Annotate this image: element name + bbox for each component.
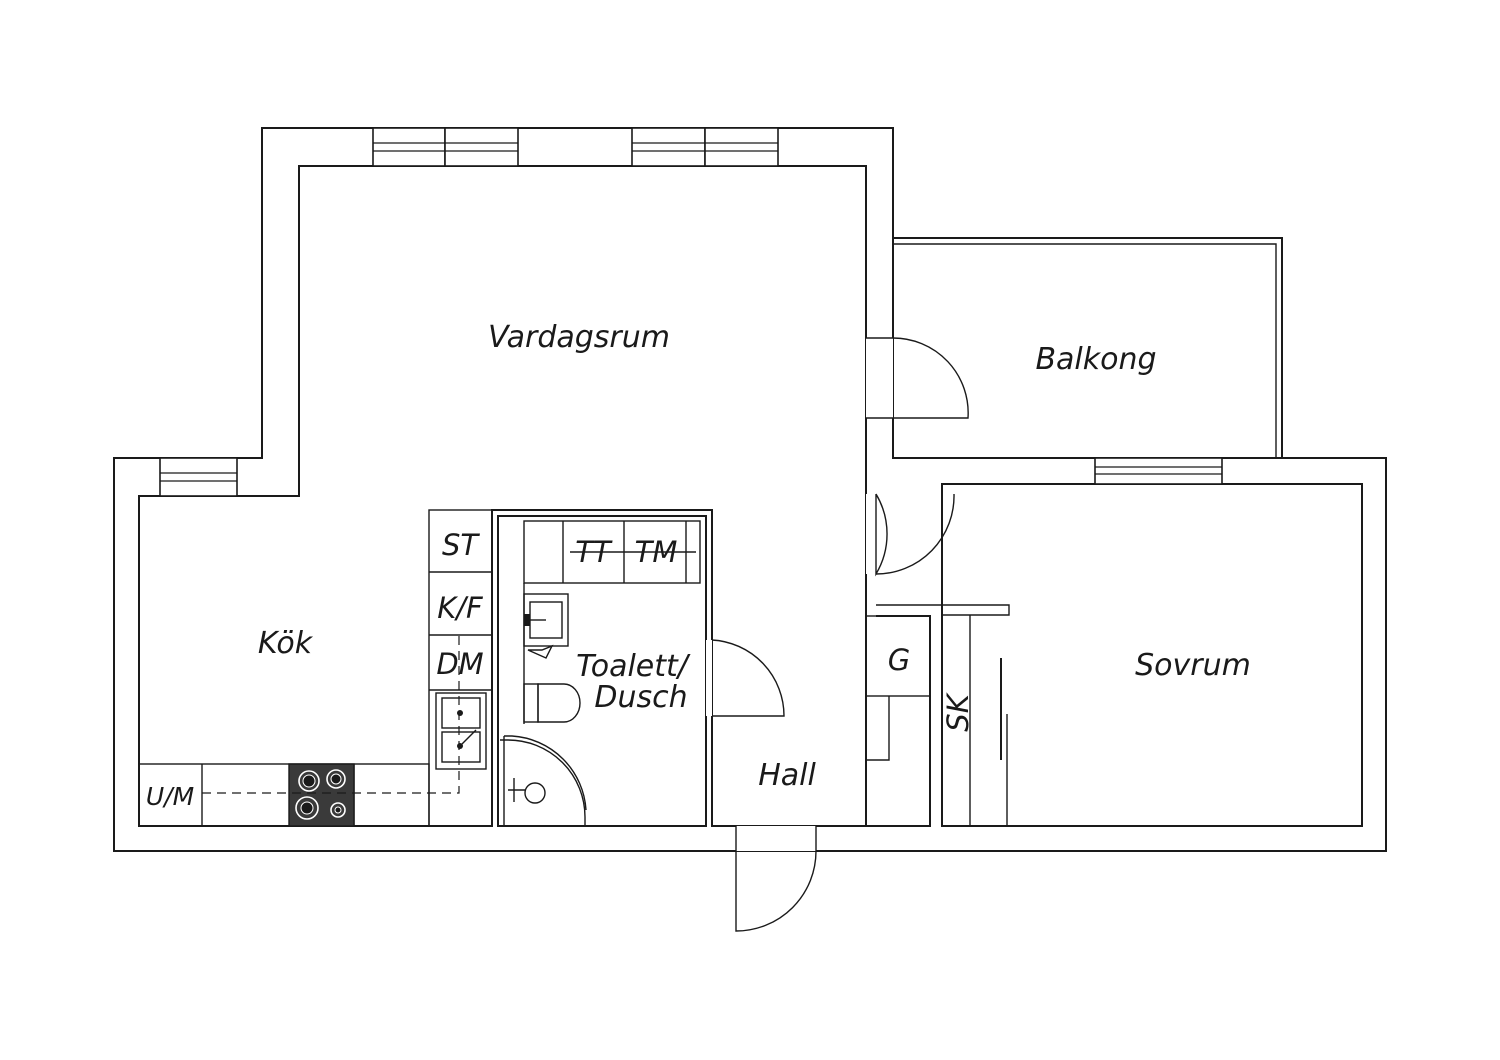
balcony: [893, 237, 1283, 458]
kitchen-fixtures: [138, 509, 493, 827]
fixture-label-tt: TT: [575, 535, 613, 569]
room-label-dusch: Dusch: [594, 680, 687, 715]
closets: [865, 604, 1010, 826]
fixture-label-um: U/M: [146, 782, 194, 811]
room-label-kok: Kök: [258, 626, 314, 661]
toilet-icon: [523, 683, 581, 723]
window-top-4: [704, 127, 779, 167]
room-label-hall: Hall: [758, 758, 816, 793]
room-sovrum: [941, 483, 1363, 827]
washbasin-icon: [523, 593, 569, 659]
bathroom-fixtures: [500, 520, 701, 826]
window-sovrum: [1094, 457, 1223, 485]
shower-icon: [500, 735, 587, 826]
doors: [706, 337, 969, 932]
fixture-label-dm: DM: [436, 647, 483, 681]
fixture-label-tm: TM: [635, 535, 678, 569]
fixture-label-kf: K/F: [437, 591, 484, 625]
room-label-sovrum: Sovrum: [1135, 648, 1251, 683]
fixture-label-st: ST: [442, 528, 480, 562]
room-label-toalett: Toalett/: [576, 649, 691, 684]
fixture-label-g: G: [888, 643, 910, 677]
stove-icon: [288, 763, 355, 827]
fixture-label-sk: SK: [941, 692, 975, 731]
windows: [159, 127, 1223, 497]
room-label-vardagsrum: Vardagsrum: [488, 320, 670, 355]
room-label-balkong: Balkong: [1035, 342, 1156, 377]
room-toalett: [497, 515, 707, 827]
window-top-2: [444, 127, 519, 167]
rooms: [138, 165, 1363, 827]
window-top-1: [372, 127, 446, 167]
window-kok: [159, 457, 238, 497]
window-top-3: [631, 127, 706, 167]
